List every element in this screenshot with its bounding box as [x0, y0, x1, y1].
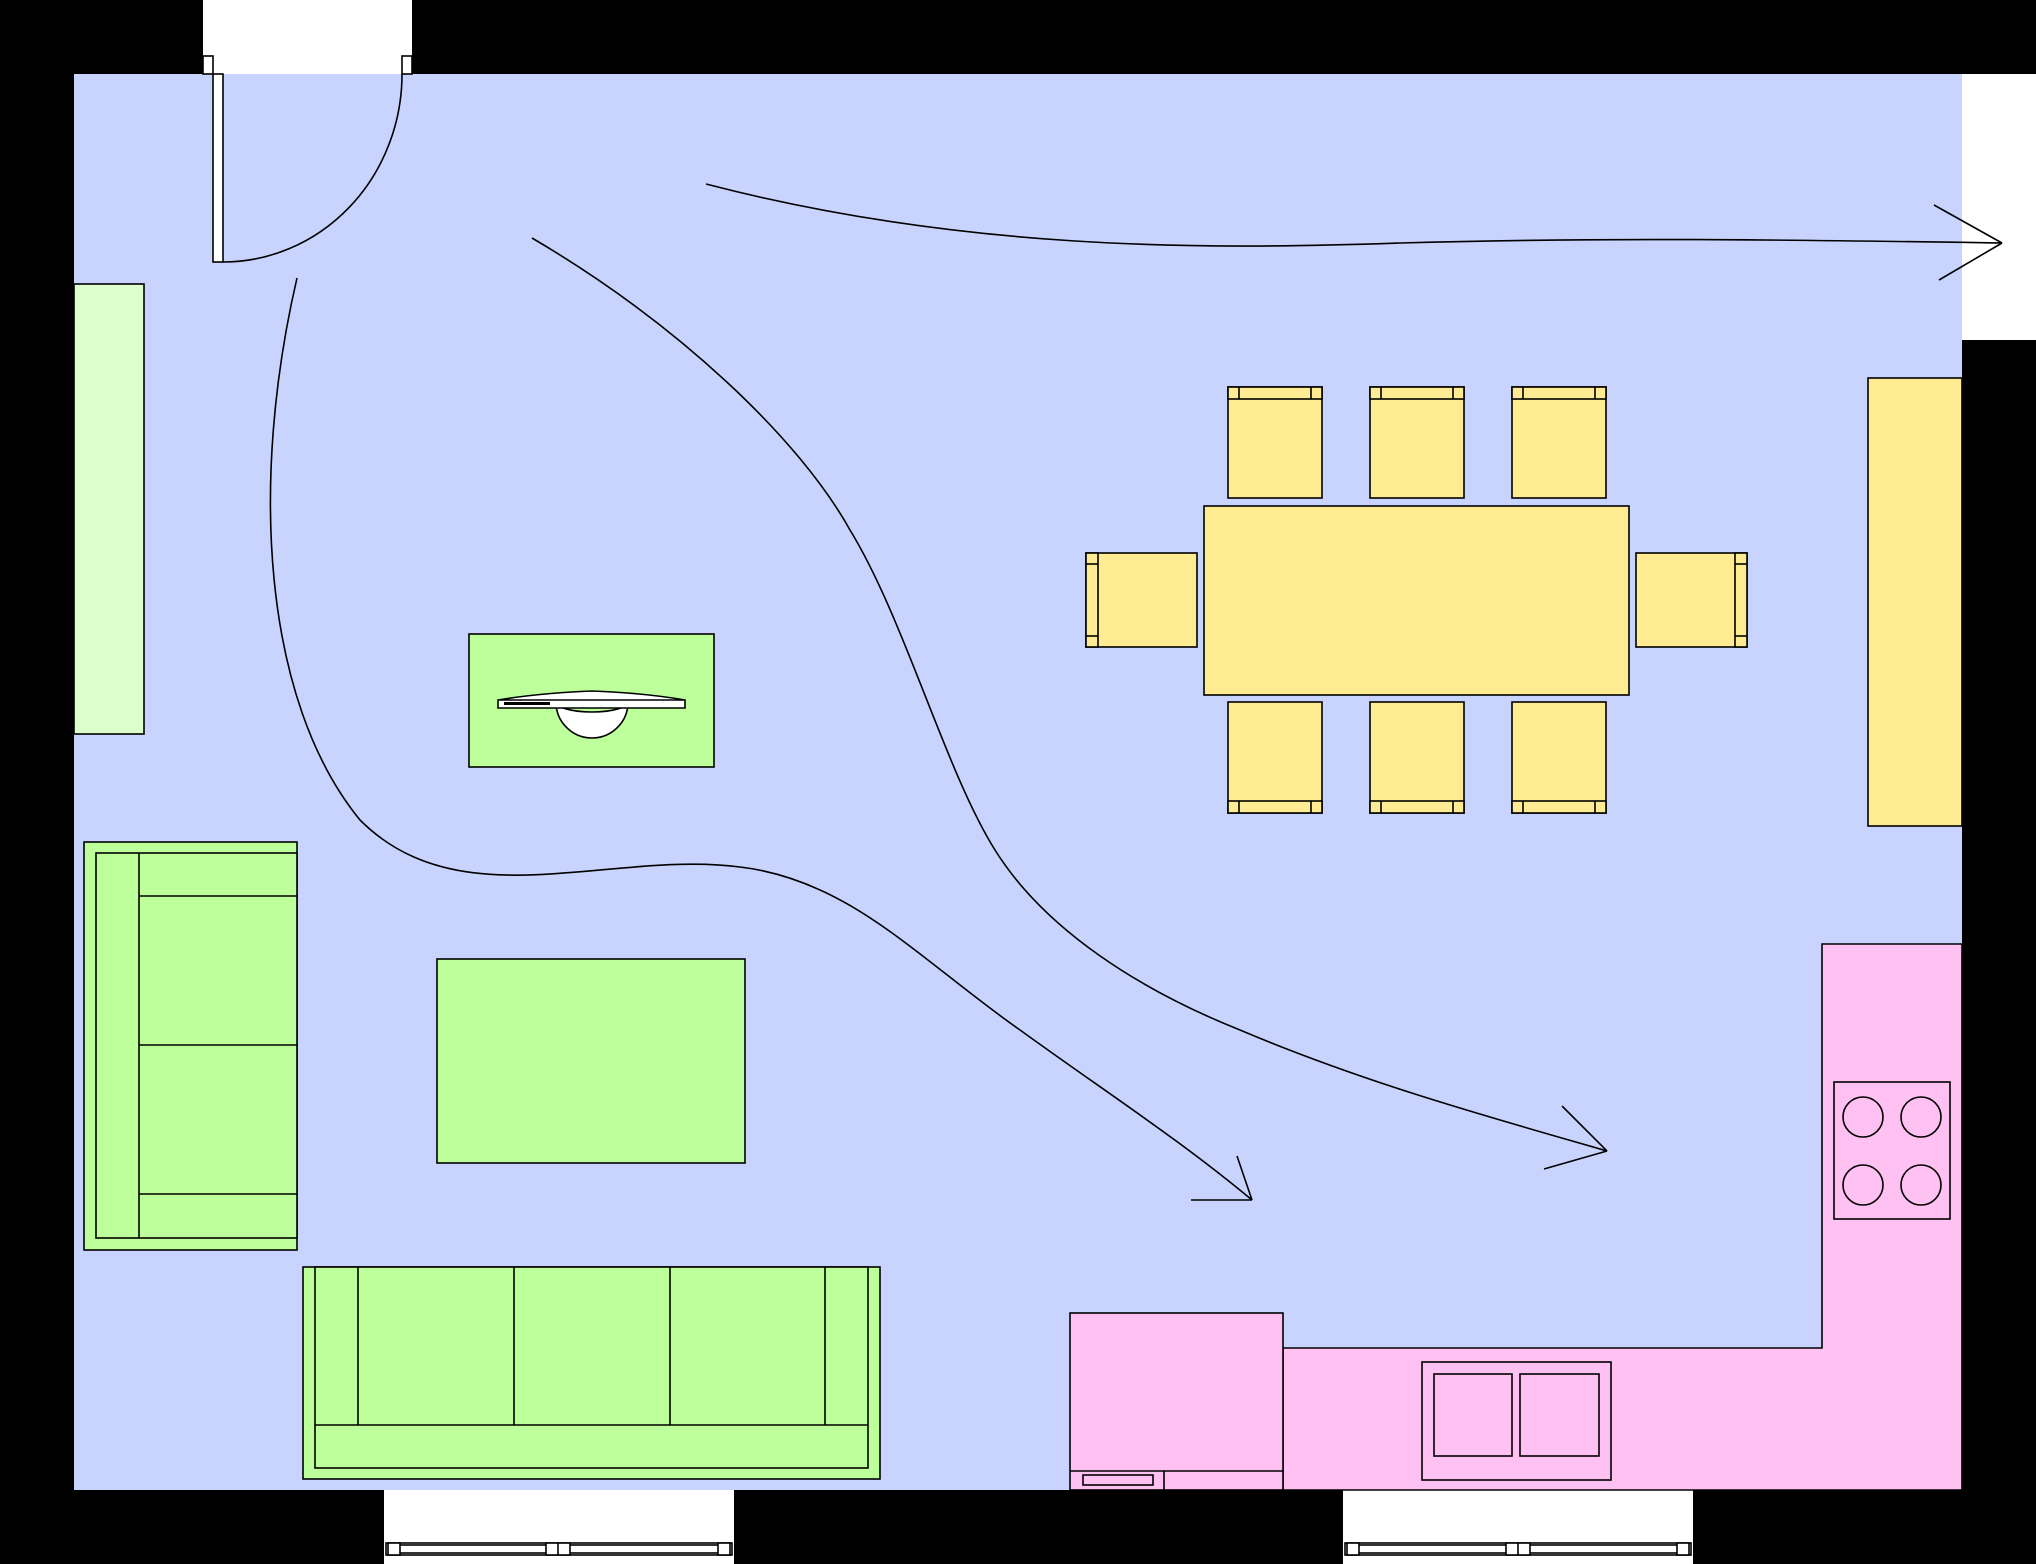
stove-hob — [1833, 1081, 1951, 1220]
tall-unit — [1069, 1312, 1284, 1491]
dining-chairs — [1085, 386, 1748, 814]
dining-chair — [1227, 386, 1323, 499]
wall-left — [0, 0, 74, 1564]
burner — [1900, 1164, 1942, 1206]
dining-chair — [1511, 386, 1607, 499]
burner — [1900, 1096, 1942, 1138]
door-jamb-right — [401, 55, 413, 75]
arrow-to-sideboard — [705, 183, 2003, 281]
sofa-left — [83, 841, 298, 1251]
dining-area — [1085, 377, 1963, 827]
sink-basin — [1433, 1373, 1513, 1457]
sofa-bottom — [302, 1266, 881, 1480]
dining-chair — [1511, 701, 1607, 814]
wall-bottom-right — [1693, 1490, 2036, 1564]
living-area — [73, 283, 881, 1480]
arrow-to-kitchen — [269, 277, 1253, 1201]
dining-chair — [1635, 552, 1748, 648]
arrow-to-dining — [531, 237, 1608, 1170]
door-leaf — [212, 73, 224, 263]
dining-chair — [1227, 701, 1323, 814]
circulation-arrows — [269, 183, 2003, 1201]
dining-table — [1203, 505, 1630, 696]
dining-chair — [1369, 701, 1465, 814]
door-swing-arc — [222, 73, 403, 263]
kitchen — [1069, 943, 1963, 1491]
entrance-door[interactable] — [202, 55, 413, 263]
burner — [1842, 1164, 1884, 1206]
window-right — [1343, 1490, 1693, 1564]
wall-bottom-middle — [734, 1490, 1343, 1564]
windows — [384, 1490, 1693, 1564]
double-sink — [1421, 1361, 1612, 1481]
wall-bottom-left — [0, 1490, 384, 1564]
burner — [1842, 1096, 1884, 1138]
dining-chair — [1369, 386, 1465, 499]
door-jamb-left — [202, 55, 214, 75]
wall-top-right — [412, 0, 2036, 74]
tv-stand — [468, 633, 715, 768]
entry-cabinet — [73, 283, 145, 735]
sideboard — [1867, 377, 1963, 827]
window-left — [384, 1490, 734, 1564]
floor-area — [74, 74, 1962, 1490]
dining-chair — [1085, 552, 1198, 648]
sink-basin — [1519, 1373, 1600, 1457]
coffee-table — [436, 958, 746, 1164]
wall-right — [1962, 340, 2036, 1564]
